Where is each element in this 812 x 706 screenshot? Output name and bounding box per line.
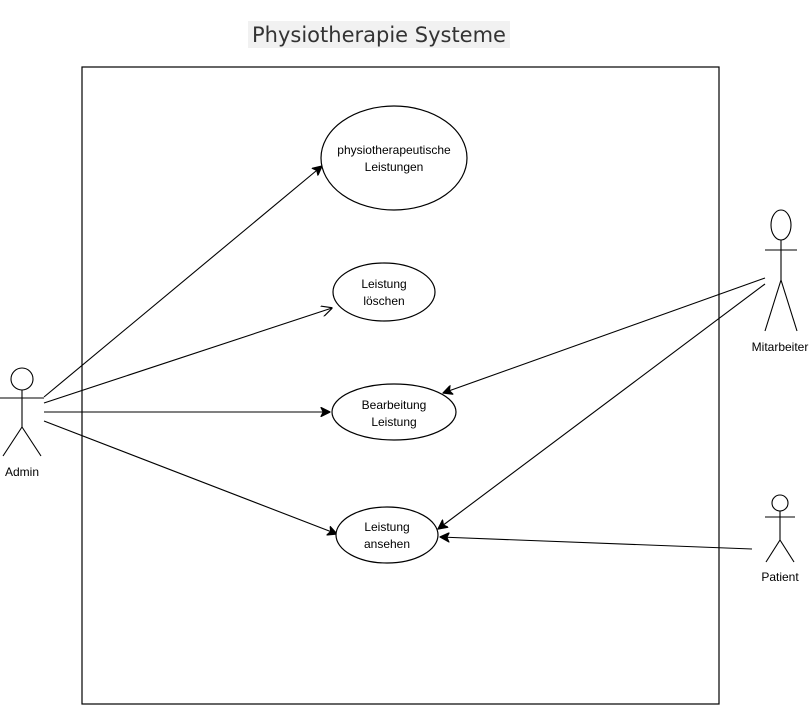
actor-head-icon bbox=[770, 209, 792, 241]
use-case-ellipse bbox=[331, 383, 457, 441]
actor-head-icon bbox=[10, 367, 34, 391]
associations bbox=[43, 166, 766, 550]
use-case-label-line1: physiotherapeutische bbox=[337, 143, 451, 157]
use-case-label-line1: Leistung bbox=[364, 520, 409, 534]
use-case-bearbeitung-leistung[interactable]: Bearbeitung Leistung bbox=[331, 383, 457, 441]
diagram-title[interactable]: Physiotherapie Systeme bbox=[252, 23, 506, 47]
use-case-label-line1: Leistung bbox=[361, 277, 406, 291]
actor-label: Admin bbox=[5, 465, 39, 479]
use-case-label-line2: ansehen bbox=[364, 537, 410, 551]
use-case-physiotherapeutische-leistungen[interactable]: physiotherapeutische Leistungen bbox=[320, 105, 468, 211]
association-mitarbeiter-bearbeitung[interactable] bbox=[443, 277, 766, 393]
actor-patient[interactable]: Patient bbox=[761, 494, 799, 584]
actor-label: Patient bbox=[761, 570, 799, 584]
association-admin-ansehen[interactable] bbox=[43, 420, 337, 534]
use-case-leistung-loeschen[interactable]: Leistung löschen bbox=[332, 262, 436, 322]
association-admin-loeschen[interactable] bbox=[43, 308, 332, 404]
use-case-label-line2: löschen bbox=[363, 294, 404, 308]
stick-figure-icon bbox=[765, 511, 795, 563]
stick-figure-icon bbox=[0, 390, 44, 457]
actor-head-icon bbox=[771, 494, 789, 512]
actor-admin[interactable]: Admin bbox=[0, 367, 44, 479]
stick-figure-icon bbox=[764, 240, 798, 332]
association-patient-ansehen[interactable] bbox=[440, 537, 753, 550]
use-case-ellipse bbox=[320, 105, 468, 211]
title-background bbox=[248, 21, 510, 48]
association-admin-physio[interactable] bbox=[43, 166, 322, 398]
use-case-label-line2: Leistungen bbox=[365, 160, 424, 174]
use-case-label-line1: Bearbeitung bbox=[362, 398, 427, 412]
use-case-ellipse bbox=[335, 506, 439, 564]
association-mitarbeiter-ansehen[interactable] bbox=[438, 283, 766, 529]
actor-mitarbeiter[interactable]: Mitarbeiter bbox=[752, 209, 809, 354]
use-case-leistung-ansehen[interactable]: Leistung ansehen bbox=[335, 506, 439, 564]
actor-label: Mitarbeiter bbox=[752, 340, 809, 354]
use-case-ellipse bbox=[332, 262, 436, 322]
use-case-label-line2: Leistung bbox=[371, 415, 416, 429]
